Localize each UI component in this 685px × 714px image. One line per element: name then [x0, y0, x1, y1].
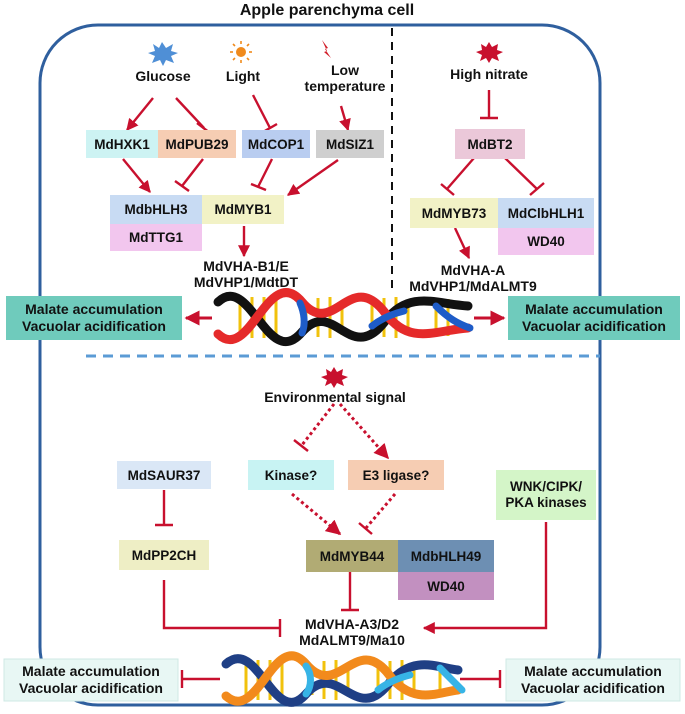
output-box-top-right	[508, 296, 680, 340]
glucose-burst-icon	[148, 42, 178, 66]
cell-title: Apple parenchyma cell	[239, 2, 415, 19]
signal-low-temperature: Low temperature	[295, 62, 395, 94]
dna-helix-bottom	[221, 651, 466, 707]
protein-mdhxk1: MdHXK1	[86, 130, 158, 158]
protein-kinase: Kinase?	[248, 460, 334, 490]
wnk-line1: WNK/CIPK/	[510, 479, 582, 495]
output-top-left: Malate accumulation Vacuolar acidificati…	[6, 296, 182, 340]
output-bottom-left-line1: Malate accumulation	[22, 663, 160, 680]
low-temperature-line2: temperature	[304, 78, 386, 95]
output-bottom-left: Malate accumulation Vacuolar acidificati…	[4, 659, 178, 701]
protein-mdpub29: MdPUB29	[158, 130, 236, 158]
wnk-line2: PKA kinases	[505, 495, 587, 510]
low-temperature-bolt-icon	[322, 40, 331, 58]
output-top-right-line1: Malate accumulation	[525, 301, 663, 318]
output-bottom-right-line1: Malate accumulation	[524, 663, 662, 680]
protein-wnk-cipk-pka: WNK/CIPK/ PKA kinases	[496, 470, 596, 520]
target-bottom: MdVHA-A3/D2 MdALMT9/Ma10	[282, 616, 422, 648]
protein-mdpp2ch: MdPP2CH	[119, 540, 209, 570]
protein-mdmyb73: MdMYB73	[410, 198, 498, 228]
target-top-right-line1: MdVHA-A	[440, 262, 506, 278]
output-bottom-right-line2: Vacuolar acidification	[521, 680, 665, 696]
protein-mdbhlh3: MdbHLH3	[110, 195, 202, 224]
protein-mdclbhlh1: MdClbHLH1	[498, 198, 594, 228]
cell-membrane	[38, 23, 602, 707]
target-top-left-line1: MdVHA-B1/E	[203, 258, 289, 274]
target-bottom-line1: MdVHA-A3/D2	[304, 616, 400, 632]
target-top-left: MdVHA-B1/E MdVHP1/MdtDT	[176, 258, 316, 290]
protein-mdmyb44: MdMYB44	[306, 540, 398, 572]
protein-mdcop1: MdCOP1	[242, 130, 310, 158]
protein-mdmyb1: MdMYB1	[202, 195, 284, 224]
target-bottom-line2: MdALMT9/Ma10	[299, 632, 405, 649]
nitrate-burst-icon	[476, 42, 503, 63]
signal-high-nitrate: High nitrate	[450, 66, 528, 82]
protein-wd40-top: WD40	[498, 228, 594, 255]
protein-mdsiz1: MdSIZ1	[316, 130, 384, 158]
output-top-right: Malate accumulation Vacuolar acidificati…	[508, 296, 680, 340]
target-top-right: MdVHA-A MdVHP1/MdALMT9	[398, 262, 548, 294]
output-box-top-left	[6, 296, 182, 340]
output-box-bottom-left	[3, 658, 179, 702]
light-sun-icon	[230, 41, 252, 63]
protein-mdttg1: MdTTG1	[110, 224, 202, 251]
signal-glucose: Glucose	[135, 68, 191, 84]
target-top-right-line2: MdVHP1/MdALMT9	[409, 278, 537, 295]
output-top-left-line2: Vacuolar acidification	[22, 318, 166, 334]
protein-mdbt2: MdBT2	[455, 129, 525, 159]
protein-wd40-bottom: WD40	[398, 572, 494, 600]
protein-e3-ligase: E3 ligase?	[348, 460, 444, 490]
protein-mdbhlh49: MdbHLH49	[398, 540, 494, 572]
signal-environmental: Environmental signal	[264, 389, 406, 405]
target-top-left-line2: MdVHP1/MdtDT	[193, 274, 299, 291]
output-box-bottom-right	[505, 658, 681, 702]
output-top-left-line1: Malate accumulation	[25, 301, 163, 318]
environmental-burst-icon	[321, 367, 348, 388]
dna-helix-top	[213, 288, 474, 346]
output-top-right-line2: Vacuolar acidification	[522, 318, 666, 334]
output-bottom-left-line2: Vacuolar acidification	[19, 680, 163, 696]
low-temperature-line1: Low	[331, 62, 359, 78]
protein-mdsaur37: MdSAUR37	[117, 461, 211, 489]
signal-light: Light	[225, 68, 261, 84]
output-bottom-right: Malate accumulation Vacuolar acidificati…	[506, 659, 680, 701]
